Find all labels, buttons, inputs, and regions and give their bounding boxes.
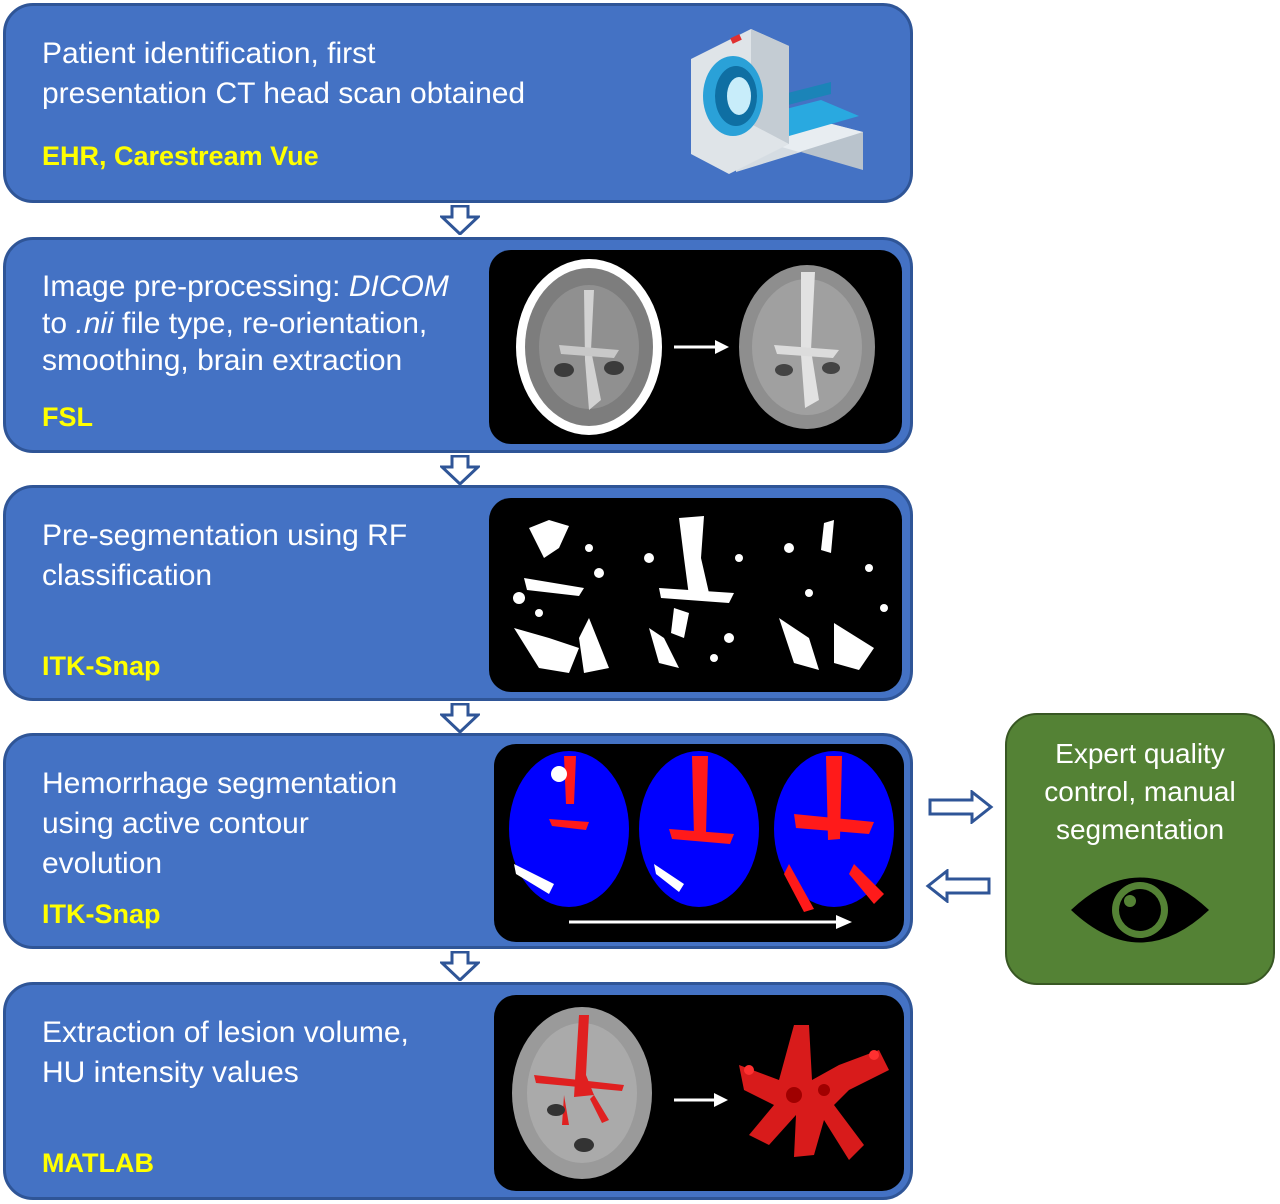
expert-quality-control-label: Expert quality control, manual segmentat… xyxy=(1044,738,1236,845)
down-arrow-icon xyxy=(440,951,480,981)
expert-quality-control-box: Expert quality control, manual segmentat… xyxy=(1005,713,1275,985)
volume-arrow-head xyxy=(714,1093,728,1107)
step-2-box: Image pre-processing: DICOM to .nii file… xyxy=(3,237,913,453)
contour-slice-1 xyxy=(509,751,629,907)
step-4-box: Hemorrhage segmentation using active con… xyxy=(3,733,913,949)
rf-mask-slice-1 xyxy=(513,520,609,673)
down-arrow-icon xyxy=(440,205,480,235)
transform-arrow-head xyxy=(715,340,729,354)
down-arrow-icon xyxy=(440,455,480,485)
step-1-title: Patient identification, first presentati… xyxy=(42,37,526,110)
step-4-tool: ITK-Snap xyxy=(42,899,161,929)
down-arrow-icon xyxy=(440,703,480,733)
preprocessing-image-panel xyxy=(489,250,902,444)
step-2-title: Image pre-processing: DICOM to .nii file… xyxy=(42,268,449,379)
step-2-tool: FSL xyxy=(42,402,93,432)
left-arrow-icon xyxy=(925,869,991,903)
step-2-title-part3: file type, re-orientation, smoothing, br… xyxy=(42,307,428,377)
step-3-box: Pre-segmentation using RF classification… xyxy=(3,485,913,701)
step-3-title: Pre-segmentation using RF classification xyxy=(42,519,408,592)
evolution-arrow-head xyxy=(836,915,852,929)
lesion-3d-volume xyxy=(739,1025,889,1160)
lesion-extraction-panel xyxy=(494,995,904,1191)
step-2-title-dicom: DICOM xyxy=(348,270,449,303)
step-2-title-part1: Image pre-processing: xyxy=(42,270,349,303)
eye-icon xyxy=(1071,877,1209,943)
right-arrow-icon xyxy=(928,790,994,824)
step-1-tool: EHR, Carestream Vue xyxy=(42,141,319,171)
step-4-title: Hemorrhage segmentation using active con… xyxy=(42,767,398,880)
hemorrhage-segmentation-panel xyxy=(494,744,904,942)
step-5-tool: MATLAB xyxy=(42,1148,154,1178)
step-1-box: Patient identification, first presentati… xyxy=(3,3,913,203)
step-2-title-part2: to xyxy=(42,307,68,340)
step-5-title: Extraction of lesion volume, HU intensit… xyxy=(42,1016,409,1089)
ct-scanner-icon xyxy=(691,29,863,174)
step-2-title-nii: .nii xyxy=(75,307,114,340)
rf-mask-slice-2 xyxy=(644,516,743,668)
rf-mask-slice-3 xyxy=(779,520,888,670)
step-5-box: Extraction of lesion volume, HU intensit… xyxy=(3,982,913,1200)
presegmentation-image-panel xyxy=(489,498,902,692)
step-3-tool: ITK-Snap xyxy=(42,651,161,681)
